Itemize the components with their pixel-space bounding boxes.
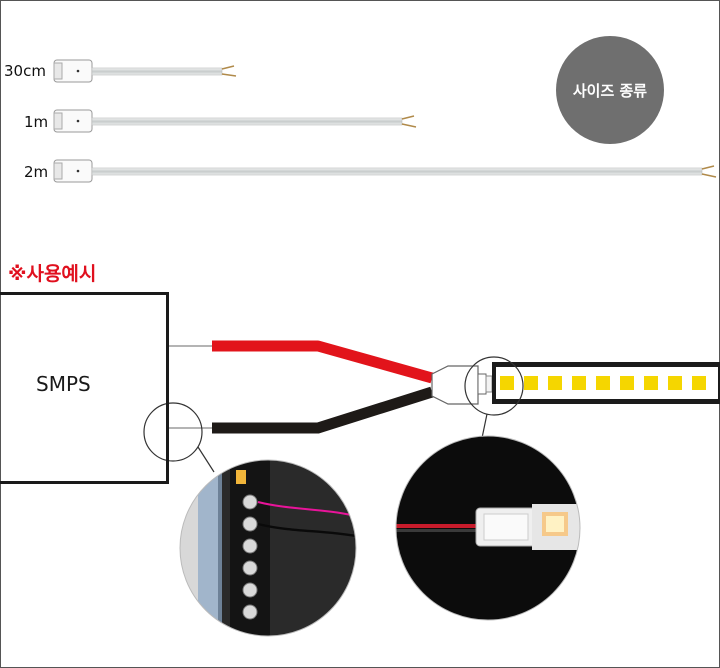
black-wire [212,386,434,434]
zoom-pointer-connector [481,413,488,439]
led-strip [492,362,720,404]
size-label-1m: 1m [24,113,49,131]
size-label-30cm: 30cm [4,62,46,80]
zoom-marker-terminal [143,402,203,462]
cable-30cm [53,59,237,83]
size-types-badge: 사이즈 종류 [556,36,664,144]
zoom-marker-connector [464,356,524,416]
usage-example-title: ※사용예시 [8,263,97,285]
size-label-2m: 2m [24,163,49,181]
strip-connector [431,365,493,405]
smps-power-supply [0,292,169,484]
connector-closeup-photo [396,436,580,620]
terminal-closeup-photo [180,460,356,636]
cable-1m [53,109,417,133]
red-wire [212,340,434,384]
smps-label: SMPS [36,372,91,396]
zoom-pointer-terminal [197,446,215,473]
cable-2m [53,159,717,183]
